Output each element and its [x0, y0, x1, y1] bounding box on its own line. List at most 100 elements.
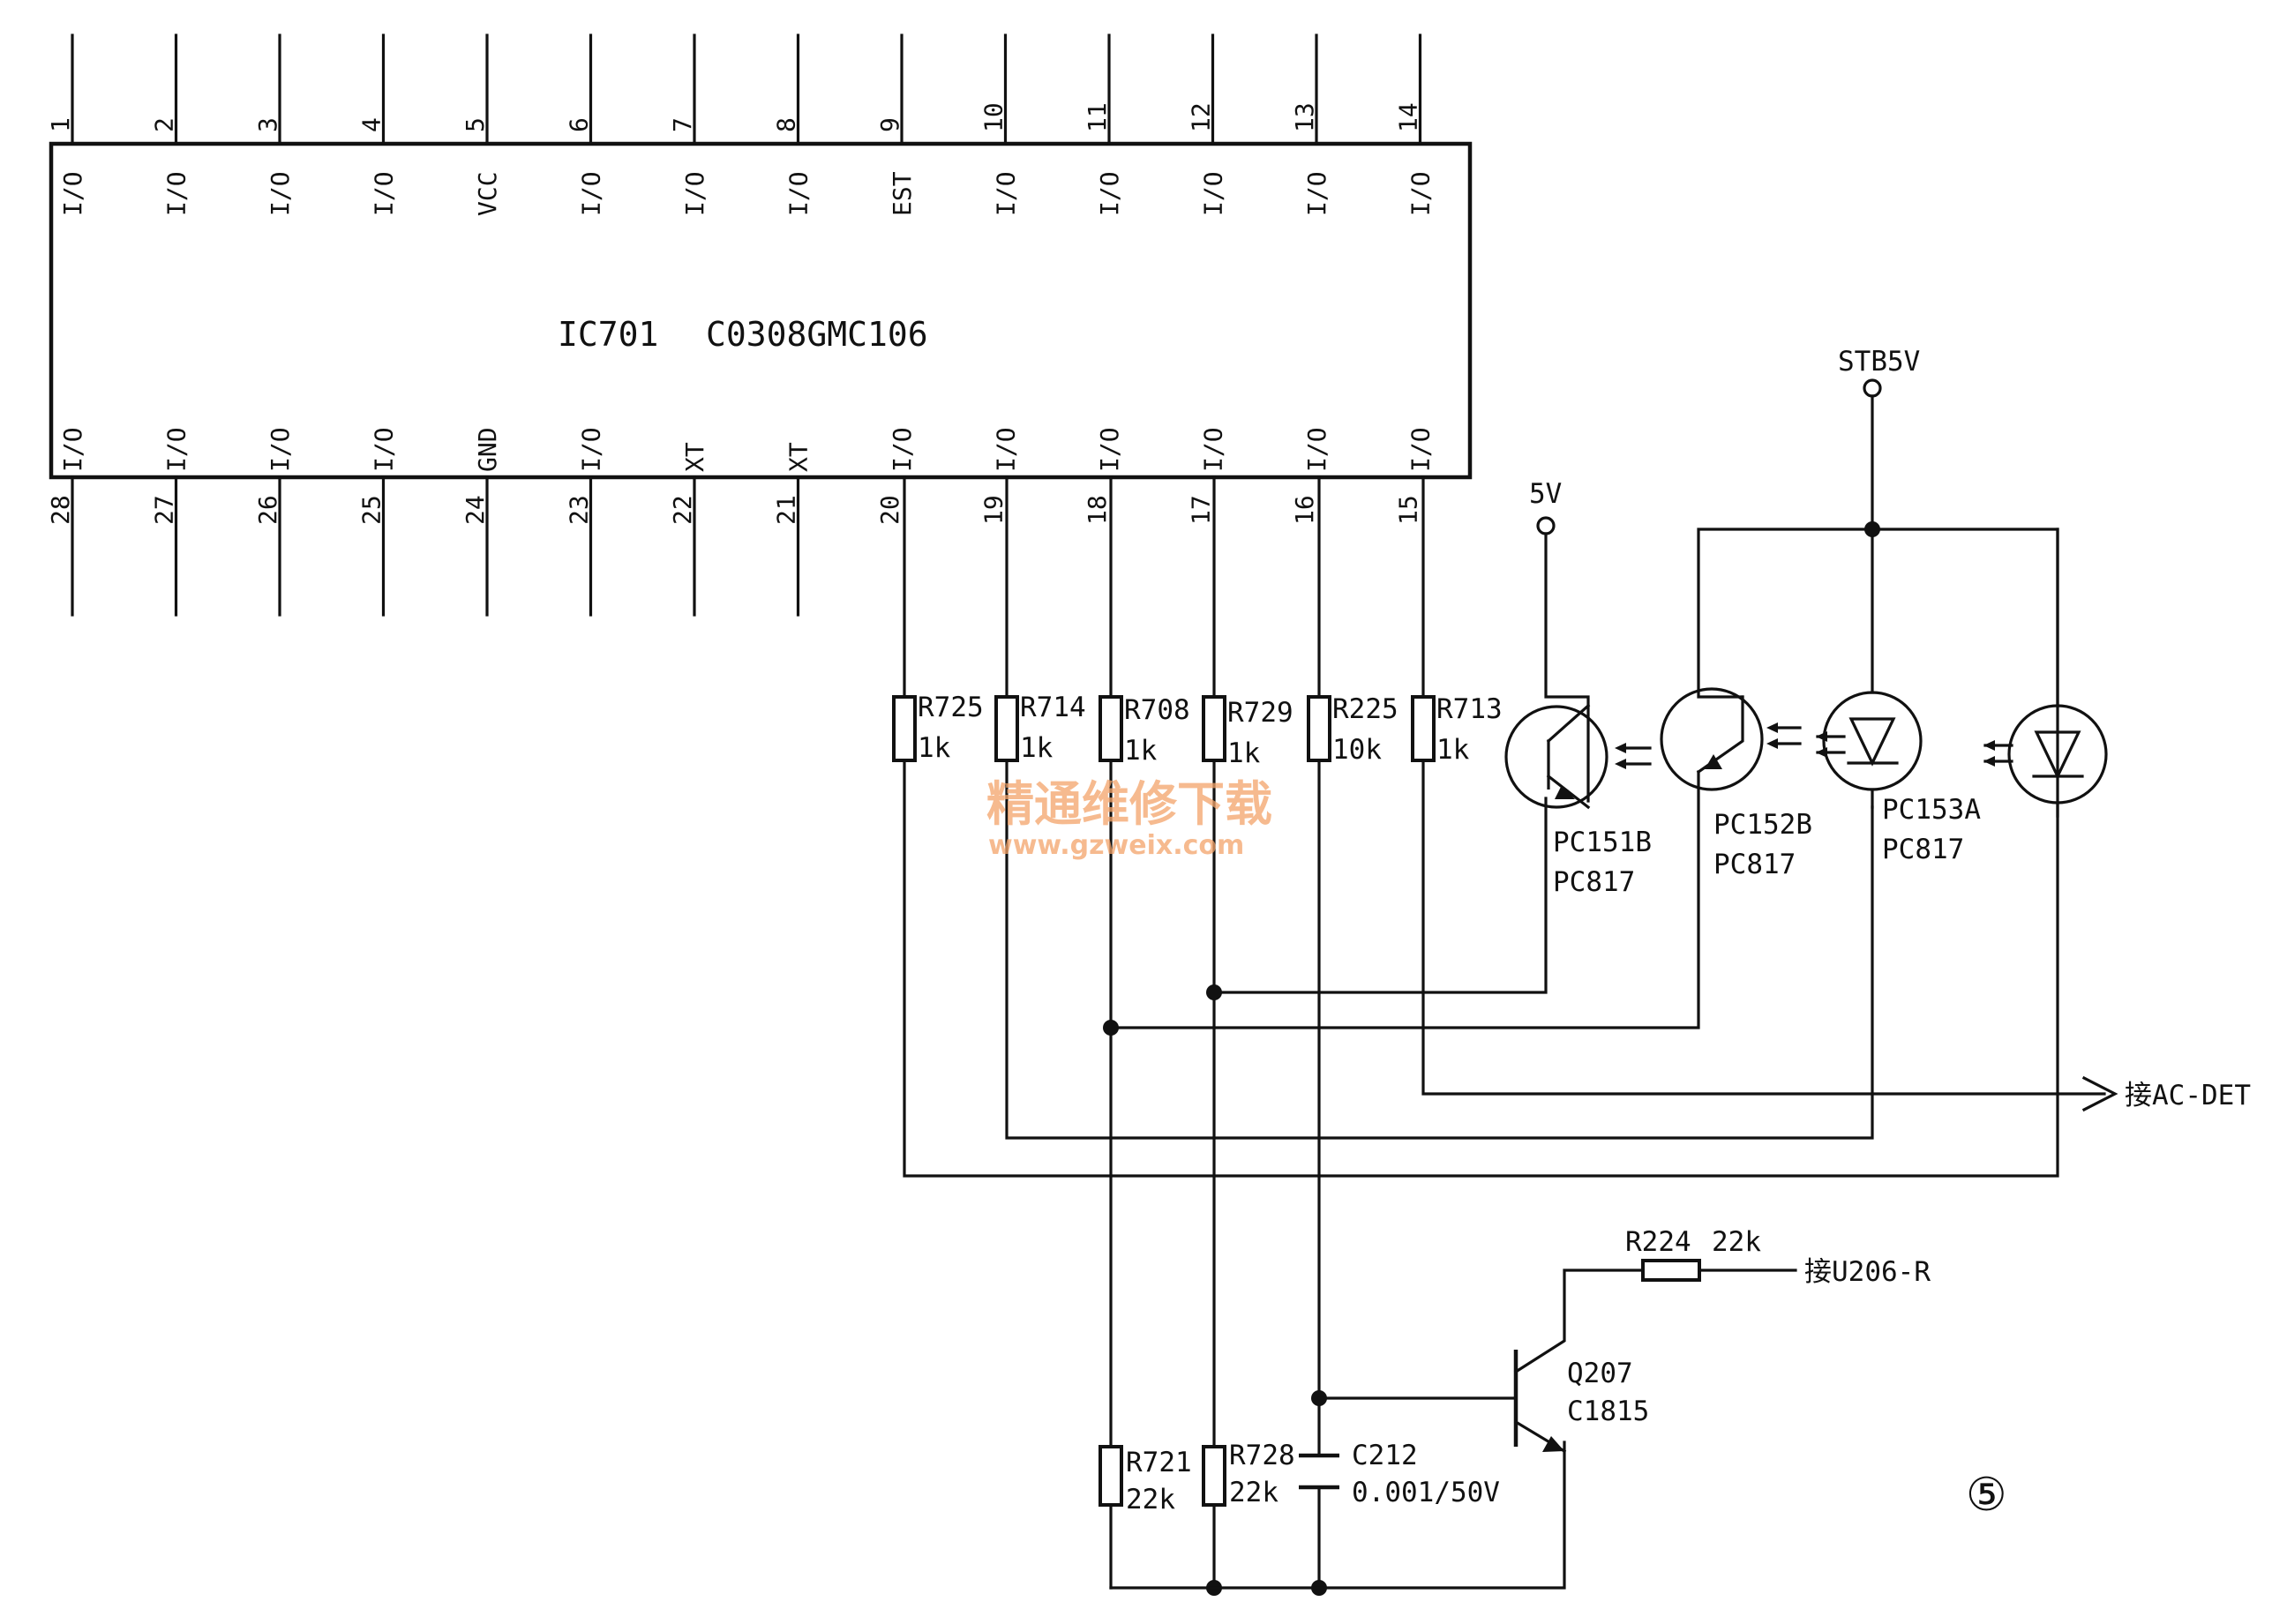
- pin-function: I/O: [1406, 427, 1436, 472]
- optocoupler-pc152b: [1109, 528, 1874, 1029]
- resistor-r721: [1099, 1445, 1123, 1507]
- supply-stb5v-label: STB5V: [1838, 346, 1920, 378]
- pin-number: 19: [979, 495, 1009, 525]
- r728-ref: R728: [1229, 1440, 1295, 1471]
- pin-number: 4: [357, 117, 386, 132]
- ic-pin-top: 14I/O: [1394, 34, 1436, 216]
- pin-number: 20: [875, 495, 904, 525]
- ground-bus: [1109, 1441, 1566, 1590]
- ic-pin-bottom: 15 I/O: [1394, 427, 1436, 525]
- pin-number: 10: [979, 102, 1009, 132]
- u206-label: 接U206-R: [1804, 1256, 1931, 1288]
- ic-pin-top: 13I/O: [1290, 34, 1331, 216]
- ic-ref: IC701: [558, 315, 658, 354]
- pin-number: 27: [150, 495, 179, 525]
- pin-number: 15: [1394, 495, 1423, 525]
- pin-number: 16: [1290, 495, 1319, 525]
- pin-function: I/O: [888, 427, 917, 472]
- ic-pin-top: 7I/O: [668, 34, 709, 216]
- ic-body: [49, 141, 1473, 480]
- resistor-r728: [1202, 1445, 1226, 1507]
- resistor-r708: [1099, 695, 1123, 762]
- supply-stb5v-terminal: [1863, 378, 1882, 398]
- pc152b-part: PC817: [1713, 849, 1796, 880]
- pin-function: I/O: [784, 171, 814, 216]
- pin-function: I/O: [266, 427, 295, 472]
- pin-function: XT: [680, 442, 709, 472]
- resistor-r714: [994, 695, 1019, 762]
- optocoupler-led-right: [1871, 528, 2108, 818]
- ic-pin-top: 1I/O: [46, 34, 87, 216]
- ic-pin-bottom: 27 I/O: [150, 427, 191, 617]
- pin-number: 8: [772, 117, 801, 132]
- pin-number: 28: [46, 495, 75, 525]
- r224-ref: R224: [1625, 1226, 1691, 1258]
- r721-val: 22k: [1126, 1484, 1175, 1515]
- ic-pin-top: 4I/O: [357, 34, 399, 216]
- pin-number: 13: [1290, 102, 1319, 132]
- ic-pin-top: 10I/O: [979, 34, 1021, 216]
- optocoupler-pc153a: [1816, 394, 1923, 809]
- pin-number: 12: [1187, 102, 1216, 132]
- wire-pin20: [903, 475, 2059, 1178]
- c212-val: 0.001/50V: [1352, 1477, 1500, 1508]
- r225-ref: R225: [1332, 693, 1398, 725]
- optocoupler-pc151b: [1212, 532, 1652, 994]
- pc151b-part: PC817: [1553, 866, 1635, 898]
- wire-pin19: [1005, 475, 1874, 1140]
- pc152b-ref: PC152B: [1713, 809, 1812, 841]
- ic-pin-bottom: 16 I/O: [1290, 427, 1331, 525]
- resistor-r224: [1641, 1259, 1701, 1282]
- pin-function: GND: [473, 427, 502, 472]
- ic-pin-top: 12I/O: [1187, 34, 1228, 216]
- r729-val: 1k: [1227, 737, 1261, 769]
- resistor-r729: [1202, 695, 1226, 762]
- pin-function: I/O: [162, 171, 191, 216]
- pin-function: I/O: [162, 427, 191, 472]
- pin-number: 3: [253, 117, 282, 132]
- supply-5v-label: 5V: [1529, 478, 1562, 510]
- pin-function: I/O: [1199, 427, 1228, 472]
- ic-pin-top: 8I/O: [772, 34, 814, 216]
- pin-function: VCC: [473, 171, 502, 216]
- pin-function: I/O: [1302, 427, 1331, 472]
- resistor-r725: [892, 695, 917, 762]
- pin-number: 6: [565, 117, 594, 132]
- ic-pin-bottom: 18I/O: [1083, 427, 1124, 525]
- pin-number: 1: [46, 117, 75, 132]
- junction-r708: [1103, 1020, 1119, 1036]
- r708-val: 1k: [1124, 735, 1158, 767]
- ic-pin-bottom: 20 I/O: [875, 427, 917, 525]
- supply-5v-terminal: [1536, 516, 1556, 535]
- r708-ref: R708: [1124, 694, 1190, 726]
- pin-function: I/O: [370, 427, 399, 472]
- ic-pin-bottom: 19I/O: [979, 427, 1021, 525]
- pin-function: I/O: [266, 171, 295, 216]
- pin-function: I/O: [992, 171, 1021, 216]
- ic-bottom-pins: 28I/O27I/O26I/O25I/O24GND23I/O22XT21XT20…: [46, 427, 1436, 617]
- ic-part: C0308GMC106: [706, 315, 928, 354]
- pin-number: 2: [150, 117, 179, 132]
- r725-ref: R725: [918, 692, 984, 723]
- wire-pin15: [1421, 475, 2106, 1096]
- resistor-r713: [1411, 695, 1436, 762]
- ic-pin-top: 11I/O: [1083, 34, 1124, 216]
- pin-number: 21: [772, 495, 801, 525]
- capacitor-c212: [1299, 1453, 1339, 1490]
- pin-function: XT: [784, 442, 814, 472]
- resistor-r225: [1307, 695, 1331, 762]
- pc153a-ref: PC153A: [1882, 794, 1981, 826]
- pin-number: 7: [668, 117, 697, 132]
- pin-number: 14: [1394, 102, 1423, 132]
- r714-val: 1k: [1020, 732, 1054, 764]
- r714-ref: R714: [1020, 692, 1086, 723]
- pin-number: 9: [875, 117, 904, 132]
- r728-val: 22k: [1229, 1477, 1278, 1508]
- pin-number: 11: [1083, 102, 1112, 132]
- pin-number: 18: [1083, 495, 1112, 525]
- watermark-cn: 精通维修下载: [986, 775, 1272, 832]
- watermark-url: www.gzweix.com: [988, 830, 1244, 861]
- pin-number: 26: [253, 495, 282, 525]
